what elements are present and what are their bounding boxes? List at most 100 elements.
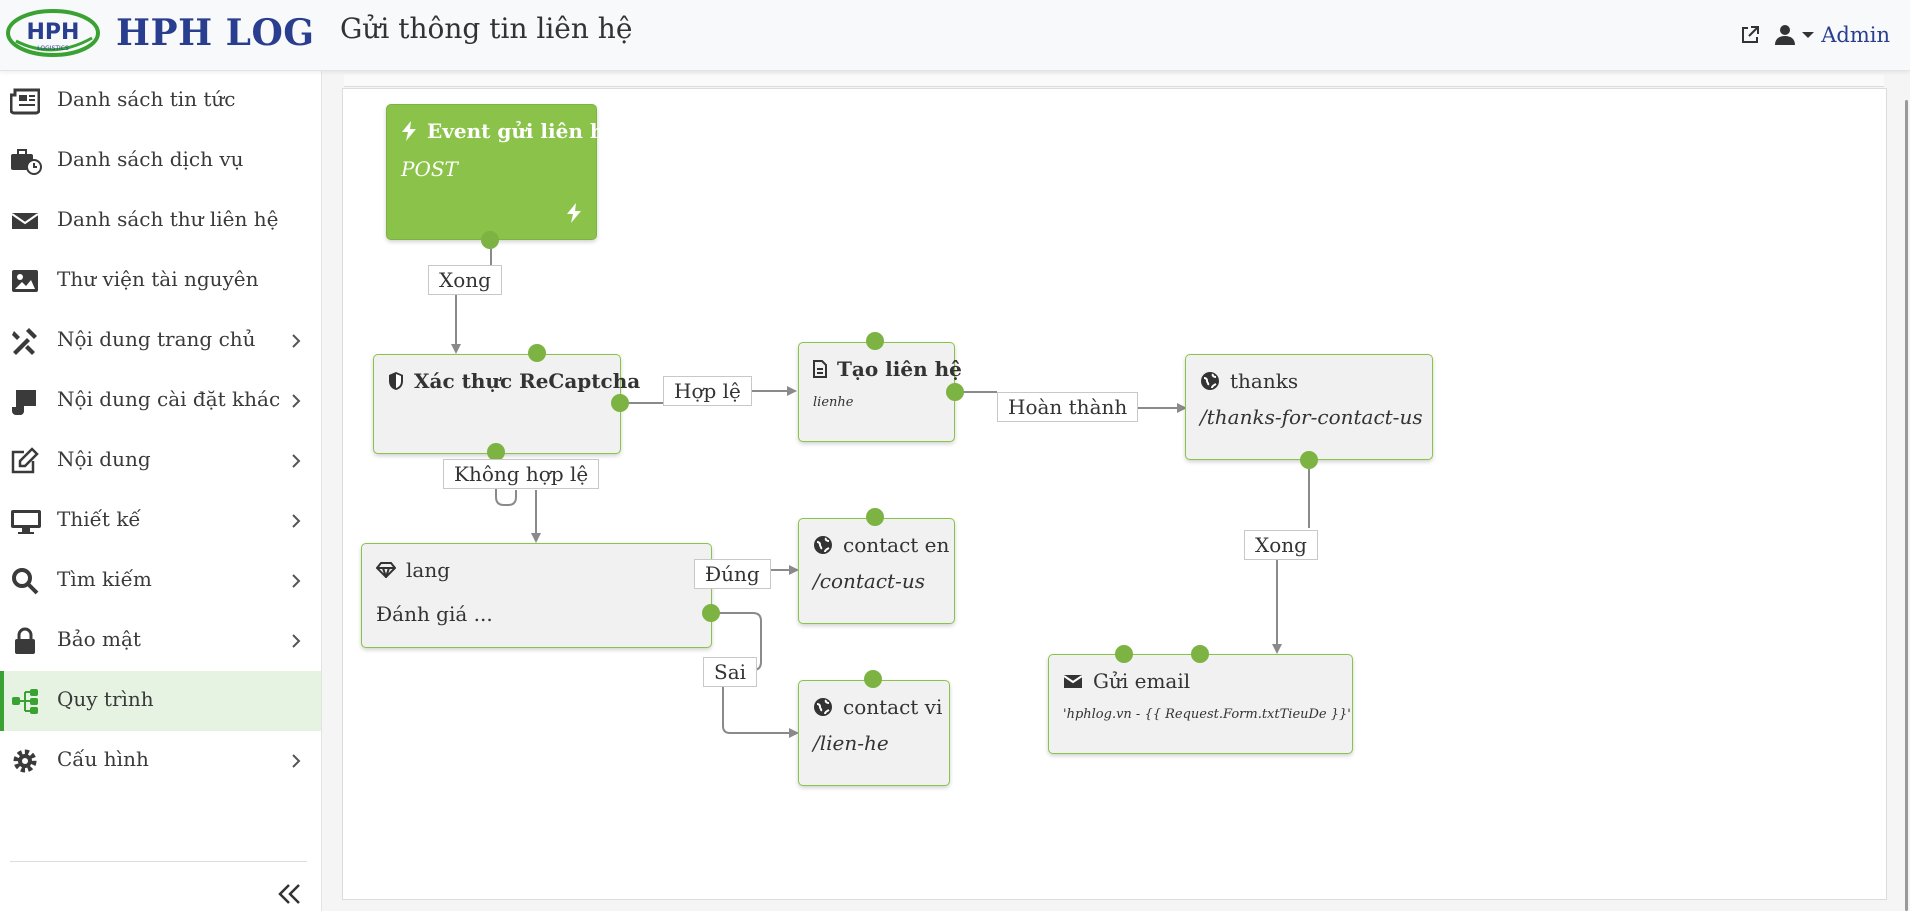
port-contact-vi-in[interactable]: [864, 670, 882, 688]
edge-label-done[interactable]: Xong: [428, 265, 502, 295]
shield-icon: [388, 371, 404, 391]
node-subtitle: 'hphlog.vn - {{ Request.Form.txtTieuDe }…: [1063, 707, 1351, 722]
port-create-contact-in[interactable]: [866, 332, 884, 350]
node-create-contact[interactable]: Tạo liên hệ lienhe: [798, 342, 962, 442]
node-title: thanks: [1200, 369, 1298, 393]
desktop-icon: [10, 507, 41, 535]
bolt-icon: [566, 203, 582, 223]
node-title-text: Gửi email: [1093, 669, 1191, 693]
sidebar-item-label: Bảo mật: [57, 627, 141, 651]
node-contact-vi[interactable]: contact vi /lien-he: [798, 680, 950, 786]
node-contact-en[interactable]: contact en /contact-us: [798, 518, 955, 624]
edge-label-false[interactable]: Sai: [703, 657, 758, 687]
sidebar-item-content[interactable]: Nội dung: [0, 431, 321, 491]
node-event-send-contact[interactable]: Event gửi liên hệ POST: [386, 104, 617, 240]
port-thanks-out[interactable]: [1300, 451, 1318, 469]
sidebar-divider: [10, 861, 307, 862]
tools-icon: [10, 327, 40, 355]
sidebar-item-other-settings[interactable]: Nội dung cài đặt khác: [0, 371, 321, 431]
lock-icon: [10, 627, 40, 655]
sidebar-item-resource-library[interactable]: Thư viện tài nguyên: [0, 251, 321, 311]
edge-label-completed[interactable]: Hoàn thành: [997, 392, 1139, 422]
node-title-text: lang: [406, 558, 451, 582]
sidebar-item-label: Nội dung: [57, 447, 151, 471]
workflow-canvas[interactable]: [342, 88, 1887, 900]
logo-subtext: LOGISTICS: [37, 45, 69, 52]
port-send-email-in-2[interactable]: [1191, 645, 1209, 663]
caret-down-icon: [1801, 30, 1815, 40]
sidebar-item-design[interactable]: Thiết kế: [0, 491, 321, 551]
sidebar-item-label: Nội dung trang chủ: [57, 327, 256, 351]
admin-label[interactable]: Admin: [1821, 23, 1890, 47]
external-link-icon[interactable]: [1739, 24, 1761, 46]
node-subtitle: /lien-he: [813, 731, 889, 755]
edit-icon: [10, 447, 40, 475]
sidebar-item-search[interactable]: Tìm kiếm: [0, 551, 321, 611]
page-scrollbar[interactable]: [1905, 100, 1908, 911]
edge-recaptcha-invalid: [495, 452, 536, 541]
node-subtitle: POST: [401, 157, 458, 181]
sidebar-item-home-content[interactable]: Nội dung trang chủ: [0, 311, 321, 371]
node-send-email[interactable]: Gửi email 'hphlog.vn - {{ Request.Form.t…: [1048, 654, 1353, 754]
edge-lang-false: [711, 612, 797, 733]
hph-logo[interactable]: HPH LOGISTICS: [6, 8, 102, 58]
envelope-icon: [10, 207, 40, 235]
chevron-right-icon: [291, 633, 301, 649]
node-title-text: contact en: [843, 533, 950, 557]
edge-label-invalid[interactable]: Không hợp lệ: [443, 459, 600, 489]
node-title: Tạo liên hệ: [813, 357, 962, 381]
edge-label-valid[interactable]: Hợp lệ: [663, 376, 752, 406]
brand-name[interactable]: HPH LOG: [116, 12, 315, 54]
chevron-right-icon: [291, 513, 301, 529]
gear-icon: [10, 747, 40, 775]
canvas-toolbar-strip: [344, 74, 1884, 87]
sidebar-item-label: Nội dung cài đặt khác: [57, 387, 281, 411]
node-title: Event gửi liên hệ: [401, 119, 617, 143]
edge-label-true[interactable]: Đúng: [694, 559, 771, 589]
port-send-email-in-1[interactable]: [1115, 645, 1133, 663]
sidebar-item-config[interactable]: Cấu hình: [0, 731, 321, 791]
node-title-text: Event gửi liên hệ: [427, 119, 618, 143]
port-contact-en-in[interactable]: [866, 508, 884, 526]
port-create-contact-out[interactable]: [946, 383, 964, 401]
newspaper-icon: [10, 87, 40, 115]
sidebar: Danh sách tin tức Danh sách dịch vụ Danh…: [0, 71, 322, 911]
gem-icon: [376, 562, 396, 578]
node-recaptcha[interactable]: Xác thực ReCaptcha: [373, 354, 640, 454]
node-title-text: Tạo liên hệ: [837, 357, 962, 381]
edge-event-to-recaptcha: [456, 240, 492, 352]
node-thanks[interactable]: thanks /thanks-for-contact-us: [1185, 354, 1433, 460]
sidebar-item-contact-letters[interactable]: Danh sách thư liên hệ: [0, 191, 321, 251]
node-title: Gửi email: [1063, 669, 1190, 693]
port-event-out[interactable]: [481, 231, 499, 249]
sidebar-item-label: Danh sách dịch vụ: [57, 147, 244, 171]
search-icon: [10, 567, 40, 595]
port-lang-out[interactable]: [702, 604, 720, 622]
sidebar-item-label: Thiết kế: [57, 507, 141, 531]
chevron-right-icon: [291, 393, 301, 409]
sitemap-icon: [10, 687, 40, 715]
port-recaptcha-valid-out[interactable]: [611, 394, 629, 412]
sidebar-item-workflow[interactable]: Quy trình: [0, 671, 321, 731]
sidebar-item-security[interactable]: Bảo mật: [0, 611, 321, 671]
collapse-sidebar-button[interactable]: [275, 879, 305, 909]
node-title: lang: [376, 558, 450, 582]
chevron-right-icon: [291, 753, 301, 769]
image-icon: [10, 267, 40, 295]
sidebar-item-news[interactable]: Danh sách tin tức: [0, 71, 321, 131]
edge-thanks-to-email: [1277, 460, 1310, 652]
port-recaptcha-in[interactable]: [528, 344, 546, 362]
globe-icon: [813, 535, 833, 555]
file-icon: [813, 360, 827, 378]
user-menu[interactable]: Admin: [1775, 23, 1890, 47]
chevron-right-icon: [291, 453, 301, 469]
node-title-text: thanks: [1230, 369, 1299, 393]
sidebar-item-label: Cấu hình: [57, 747, 149, 771]
sidebar-item-label: Danh sách thư liên hệ: [57, 207, 279, 231]
port-recaptcha-invalid-out[interactable]: [487, 443, 505, 461]
node-title-text: contact vi: [843, 695, 943, 719]
header-actions: Admin: [1739, 20, 1890, 50]
node-lang[interactable]: lang Đánh giá ...: [361, 543, 712, 648]
edge-label-thanks-done[interactable]: Xong: [1244, 530, 1318, 560]
sidebar-item-services[interactable]: Danh sách dịch vụ: [0, 131, 321, 191]
